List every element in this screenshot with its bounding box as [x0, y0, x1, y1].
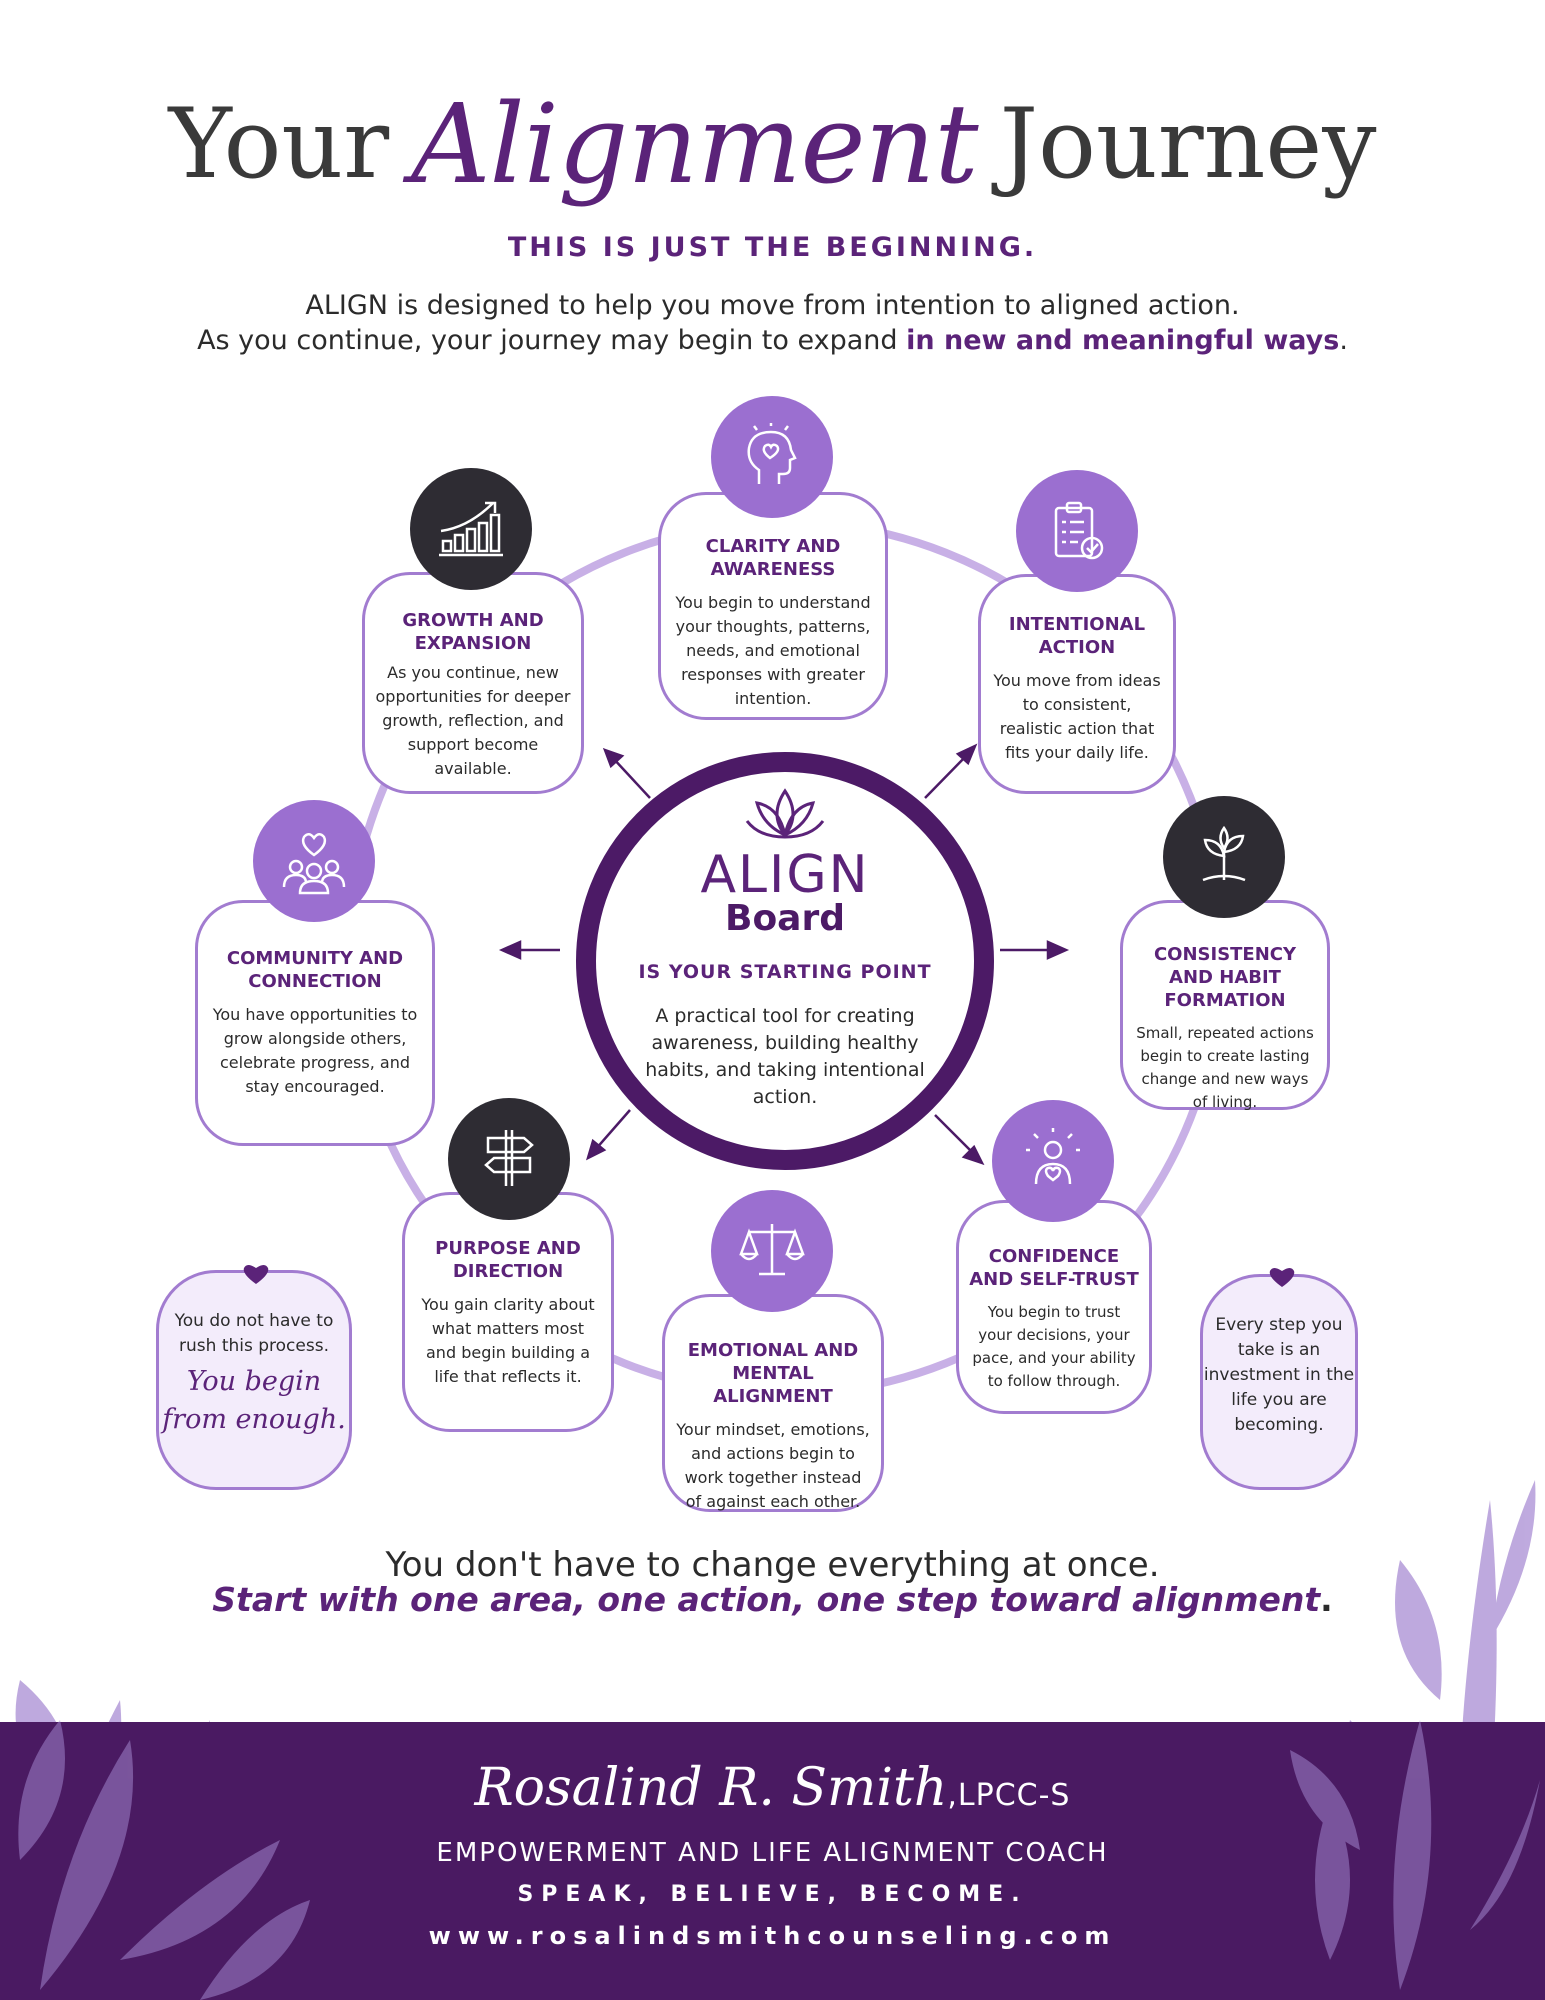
- card-title: CONFIDENCE AND SELF-TRUST: [969, 1246, 1139, 1290]
- closing-line-2: Start with one area, one action, one ste…: [0, 1580, 1545, 1619]
- intro-line-2-text: As you continue, your journey may begin …: [197, 325, 907, 356]
- heart-icon: [1269, 1268, 1295, 1287]
- head-heart-icon: [711, 396, 833, 518]
- closing-line-2-period: .: [1320, 1580, 1333, 1619]
- card-consistency: CONSISTENCY AND HABIT FORMATION Small, r…: [1120, 900, 1330, 1111]
- intro-line-1: ALIGN is designed to help you move from …: [305, 290, 1240, 321]
- hub-arrows: [498, 743, 1070, 1166]
- clipboard-check-icon: [1016, 470, 1138, 592]
- hub-starting-point: IS YOUR STARTING POINT: [638, 961, 932, 983]
- card-description: You move from ideas to consistent, reali…: [993, 671, 1161, 762]
- title-word-journey: Journey: [999, 88, 1377, 200]
- card-description: You gain clarity about what matters most…: [421, 1295, 595, 1386]
- note-right-text: Every step you take is an investment in …: [1203, 1315, 1355, 1435]
- card-description: As you continue, new opportunities for d…: [375, 663, 571, 778]
- card-title: COMMUNITY AND CONNECTION: [226, 948, 404, 992]
- card-title: GROWTH AND EXPANSION: [402, 610, 544, 654]
- website-link[interactable]: www.rosalindsmithcounseling.com: [428, 1922, 1117, 1950]
- balance-scale-icon: [711, 1190, 833, 1312]
- title-word-alignment: Alignment: [411, 80, 979, 208]
- intro-line-2: As you continue, your journey may begin …: [0, 325, 1545, 356]
- card-description: You have opportunities to grow alongside…: [212, 1005, 418, 1096]
- growth-chart-icon: [410, 468, 532, 590]
- people-heart-icon: [253, 800, 375, 922]
- card-community: COMMUNITY AND CONNECTION You have opport…: [195, 900, 435, 1146]
- card-title: EMOTIONAL AND MENTAL ALIGNMENT: [687, 1340, 859, 1407]
- card-intentional: INTENTIONAL ACTION You move from ideas t…: [978, 574, 1176, 794]
- card-clarity: CLARITY AND AWARENESS You begin to under…: [658, 492, 888, 720]
- signpost-icon: [448, 1098, 570, 1220]
- card-description: Your mindset, emotions, and actions begi…: [676, 1420, 870, 1511]
- note-left-text: You do not have to rush this process.: [174, 1311, 334, 1356]
- coach-signature: Rosalind R. Smith: [474, 1758, 948, 1818]
- lotus-icon: [745, 788, 825, 839]
- closing-line-2-text: Start with one area, one action, one ste…: [212, 1580, 1321, 1619]
- card-title: CONSISTENCY AND HABIT FORMATION: [1153, 944, 1297, 1011]
- title-word-your: Your: [168, 88, 390, 200]
- intro-line-2-emphasis: in new and meaningful ways: [906, 325, 1340, 356]
- hub-board-title: Board: [725, 898, 845, 939]
- card-description: You begin to trust your decisions, your …: [972, 1303, 1136, 1390]
- card-title: INTENTIONAL ACTION: [1008, 614, 1146, 658]
- heart-icon: [243, 1265, 269, 1284]
- note-right: Every step you take is an investment in …: [1200, 1274, 1358, 1490]
- hub-description: A practical tool for creating awareness,…: [645, 1005, 925, 1108]
- card-growth: GROWTH AND EXPANSION As you continue, ne…: [362, 572, 584, 794]
- self-hug-icon: [992, 1100, 1114, 1222]
- coach-name: Rosalind R. Smith,LPCC-S: [0, 1758, 1545, 1818]
- sprout-icon: [1163, 796, 1285, 918]
- closing-line-1: You don't have to change everything at o…: [385, 1545, 1160, 1585]
- card-title: PURPOSE AND DIRECTION: [435, 1238, 581, 1282]
- subtitle: THIS IS JUST THE BEGINNING.: [507, 232, 1038, 263]
- leaf-decoration-footer: [18, 1720, 1540, 2000]
- card-description: You begin to understand your thoughts, p…: [675, 593, 871, 708]
- card-purpose: PURPOSE AND DIRECTION You gain clarity a…: [402, 1192, 614, 1432]
- note-left: You do not have to rush this process. Yo…: [156, 1270, 352, 1490]
- card-description: Small, repeated actions begin to create …: [1136, 1024, 1314, 1111]
- hub-align-title: ALIGN: [700, 845, 870, 905]
- tagline: SPEAK, BELIEVE, BECOME.: [517, 1882, 1028, 1907]
- coach-role: EMPOWERMENT AND LIFE ALIGNMENT COACH: [436, 1838, 1109, 1868]
- card-emotional: EMOTIONAL AND MENTAL ALIGNMENT Your mind…: [662, 1294, 884, 1512]
- coach-credential: ,LPCC-S: [947, 1778, 1071, 1813]
- card-title: CLARITY AND AWARENESS: [705, 536, 841, 580]
- intro-line-2-period: .: [1339, 325, 1348, 356]
- note-left-script: You begin from enough.: [162, 1366, 346, 1435]
- card-confidence: CONFIDENCE AND SELF-TRUST You begin to t…: [956, 1200, 1152, 1414]
